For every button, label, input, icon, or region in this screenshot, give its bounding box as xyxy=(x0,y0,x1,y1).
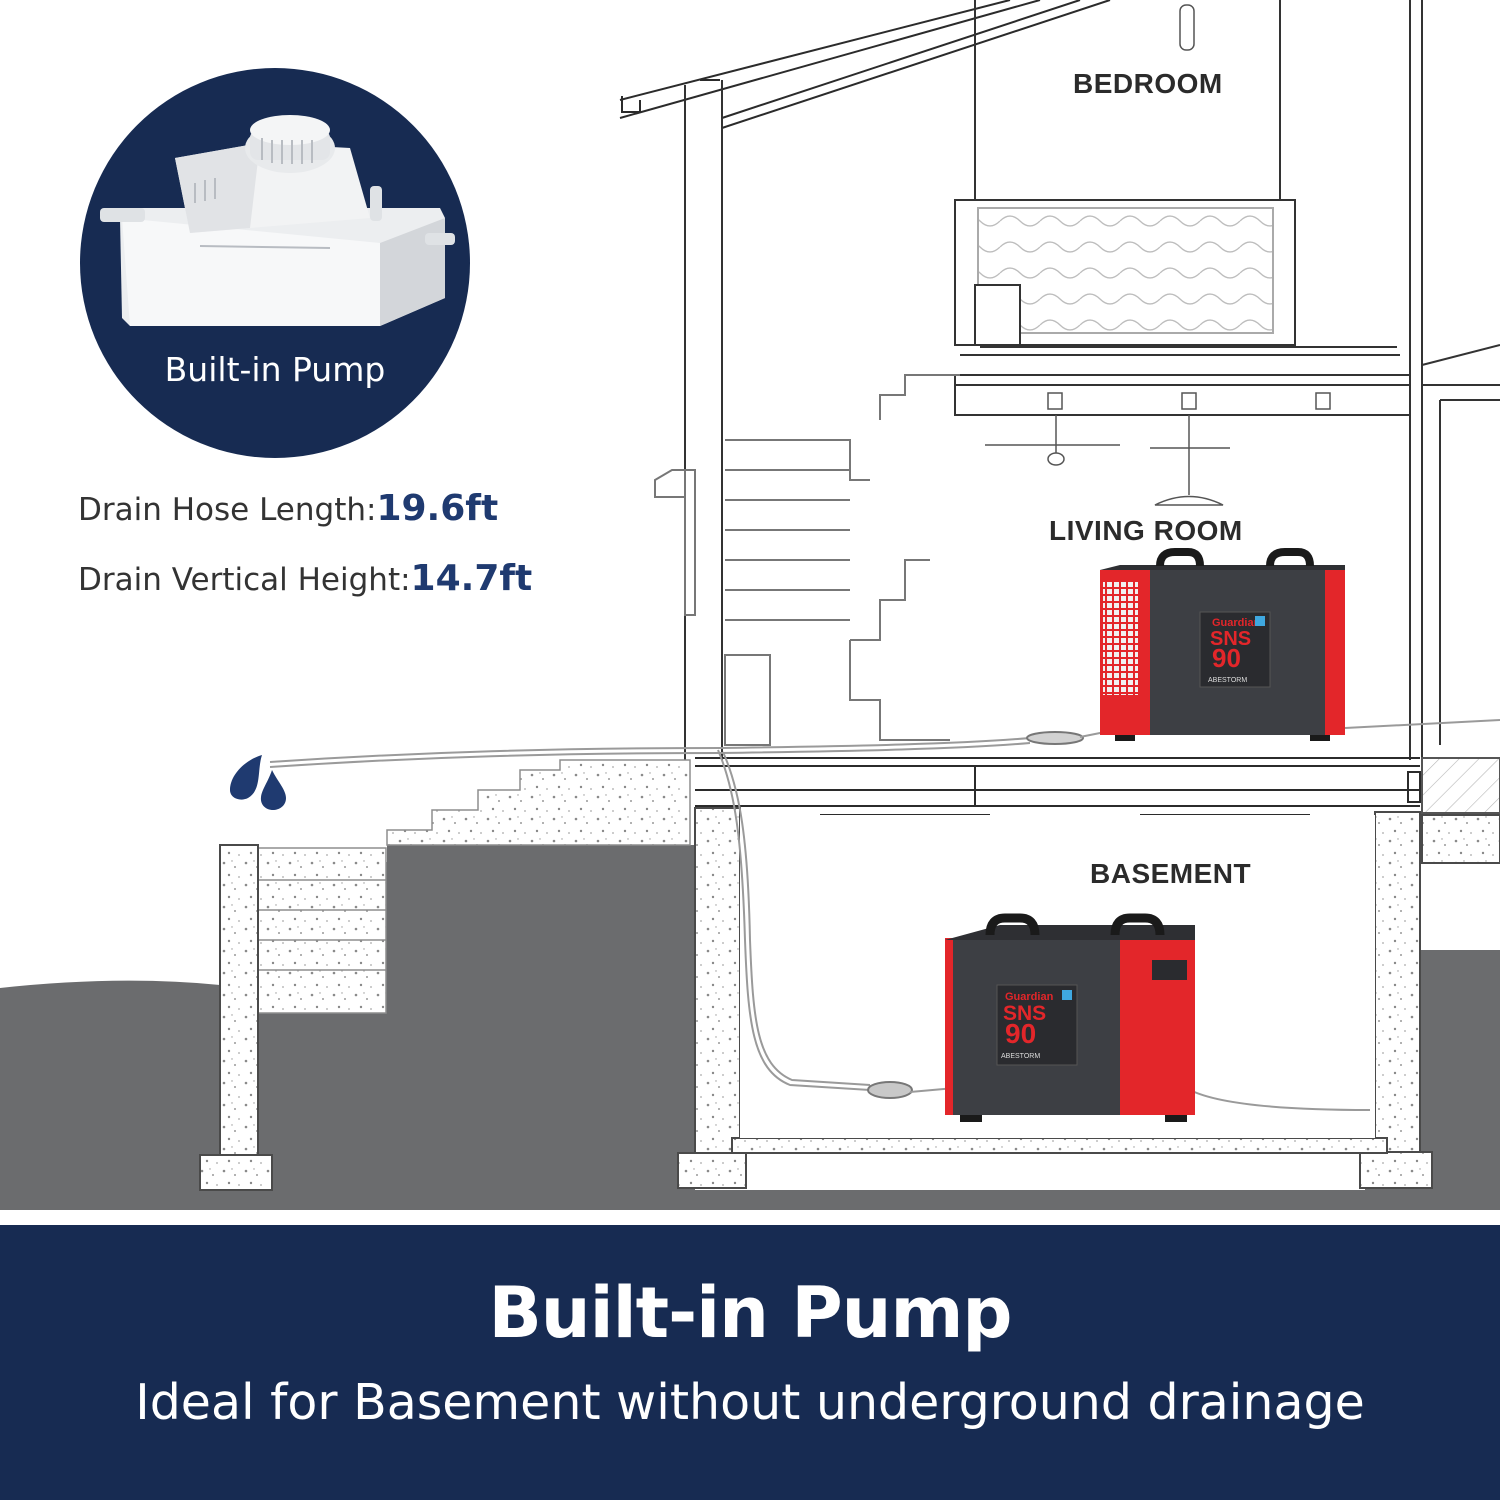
roof xyxy=(619,0,1111,129)
drain-hose xyxy=(269,719,1500,1111)
living-room-dehumidifier: Guardian SNS 90 ABESTORM xyxy=(1100,548,1345,741)
basement-dehumidifier: Guardian SNS 90 ABESTORM xyxy=(945,913,1195,1122)
pump-badge-caption: Built-in Pump xyxy=(164,350,386,389)
banner-title: Built-in Pump xyxy=(488,1272,1012,1354)
exterior-steps xyxy=(257,759,691,1014)
interior-staircase xyxy=(654,374,960,746)
spec-value: 14.7ft xyxy=(410,558,533,599)
spec-drain-hose-length: Drain Hose Length:19.6ft xyxy=(78,488,498,529)
banner-subtitle: Ideal for Basement without underground d… xyxy=(135,1374,1365,1431)
room-label-bedroom: BEDROOM xyxy=(1073,68,1223,99)
device-model-text: SNS xyxy=(1210,628,1251,650)
spec-drain-vertical-height: Drain Vertical Height:14.7ft xyxy=(78,558,532,599)
room-label-basement: BASEMENT xyxy=(1090,858,1252,889)
device-maker-text: ABESTORM xyxy=(1208,677,1247,684)
main-floor-slab xyxy=(695,757,1500,816)
device-brand-text: Guardian xyxy=(1005,991,1054,1003)
condensate-pump-illustration xyxy=(100,115,455,326)
upper-floor-structure xyxy=(684,0,1500,760)
pump-badge: Built-in Pump xyxy=(80,68,470,458)
feature-banner xyxy=(0,1225,1500,1500)
device-brand-text: Guardian xyxy=(1212,617,1261,629)
device-model-number: 90 xyxy=(1212,643,1241,673)
spec-label: Drain Vertical Height: xyxy=(78,562,411,598)
device-maker-text: ABESTORM xyxy=(1001,1053,1040,1060)
room-label-living-room: LIVING ROOM xyxy=(1049,515,1243,546)
water-drop-icon xyxy=(230,755,286,810)
house-cross-section-illustration: Guardian SNS 90 ABESTORM Guardian SNS 90… xyxy=(0,0,1500,1210)
device-model-text: SNS xyxy=(1003,1002,1046,1025)
foundation xyxy=(199,807,1500,1191)
ceiling-lights xyxy=(985,4,1331,506)
device-model-number: 90 xyxy=(1005,1018,1036,1049)
spec-label: Drain Hose Length: xyxy=(78,492,377,528)
spec-value: 19.6ft xyxy=(376,488,499,529)
